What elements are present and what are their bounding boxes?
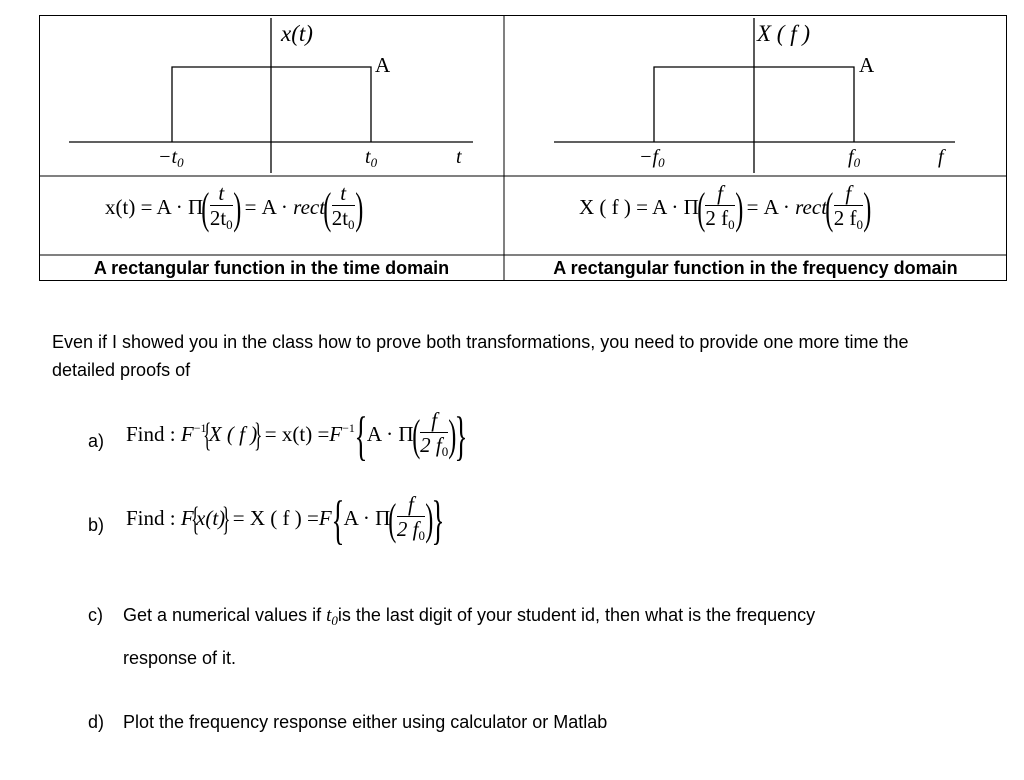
time-pos-tick-label: t0 [365,146,378,170]
formula-denominator-2: 2 f [833,206,857,230]
item-c-text: Get a numerical values if t0is the last … [123,605,816,628]
time-domain-caption: A rectangular function in the time domai… [93,258,450,278]
amplitude-pi: A · Π [366,421,414,446]
item-a-label: a) [88,431,105,451]
item-d-text: Plot the frequency response either using… [123,712,608,732]
formula-numerator: t [209,181,233,206]
brace-inner: X ( f ) [208,421,258,446]
find-label: Find : [126,505,176,530]
time-neg-tick-label: −t0 [158,146,184,170]
frequency-domain-plot [554,18,955,173]
formula-lhs: X ( f ) = A · Π [579,194,699,219]
t0-variable: t0 [326,605,338,628]
time-amplitude-label: A [375,53,391,77]
formula-numerator-2: t [331,181,355,206]
item-b-label: b) [88,515,105,535]
formula-numerator: f [396,492,426,517]
time-domain-plot [69,18,473,173]
time-y-label: x(t) [281,21,313,46]
frequency-domain-caption: A rectangular function in the frequency … [553,258,958,278]
frequency-neg-tick-label: −f0 [639,146,665,170]
equation-middle: = X ( f ) = [232,505,319,530]
time-rect-pulse [171,66,372,142]
intro-paragraph: Even if I showed you in the class how to… [52,332,909,380]
formula-mid: = A · [746,194,790,219]
formula-mid: = A · [244,194,288,219]
formula-denominator: 2 f [396,517,419,541]
frequency-amplitude-label: A [859,53,875,77]
formula-numerator: f [705,181,735,206]
item-c-label: c) [88,605,103,625]
formula-numerator-2: f [833,181,863,206]
item-c-text-line2: response of it. [123,648,237,668]
formula-rect: rect [293,194,326,219]
table-grid [39,15,1007,281]
amplitude-pi: A · Π [343,505,391,530]
table-border [39,15,1007,281]
transform-table: x(t) A −t0 t0 t X ( f ) A −f0 f0 f x(t) … [39,15,1007,281]
brace-inner: x(t) [196,505,226,530]
formula-lhs: x(t) = A · Π [105,194,204,219]
frequency-rect-pulse [653,66,855,142]
find-label: Find : [126,421,176,446]
formula-rect: rect [795,194,828,219]
formula-denominator-2: 2t [331,206,349,230]
formula-denominator: 2 f [705,206,729,230]
formula-denominator: 2 f [420,433,442,457]
formula-numerator: f [420,408,449,433]
frequency-pos-tick-label: f0 [848,146,861,170]
time-axis-label: t [456,146,462,168]
equation-middle: = x(t) = [264,421,330,446]
frequency-axis-label: f [938,146,944,168]
frequency-y-label: X ( f ) [757,21,811,46]
formula-denominator: 2t [209,206,227,230]
item-d-label: d) [88,712,105,732]
